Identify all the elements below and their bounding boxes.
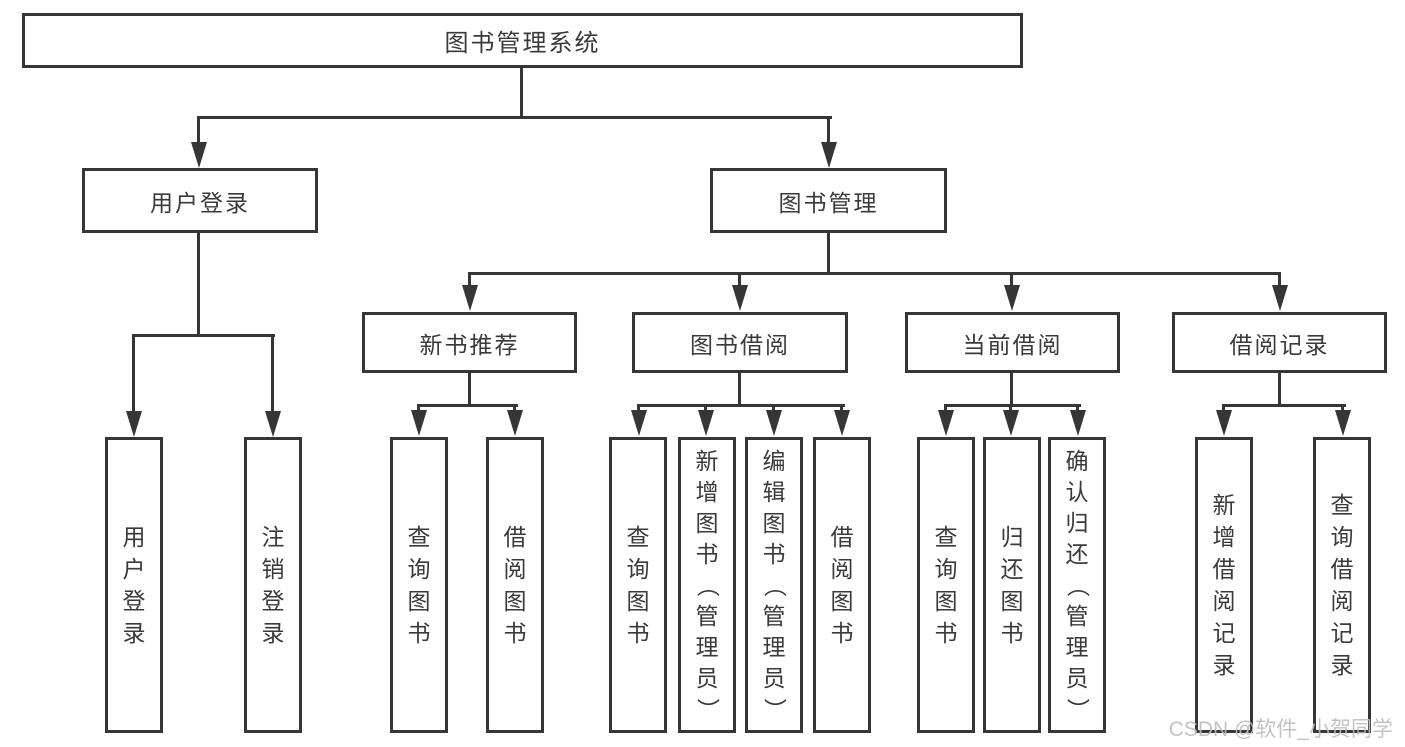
node-current-borrow-label: 当前借阅 [962,331,1063,358]
arrowhead [1335,410,1351,436]
leaf-logout: 注销登录 [244,437,302,733]
connector-drop-login [197,116,200,146]
connector-login-stem [197,233,200,337]
arrowhead [265,411,281,437]
node-book-mgmt: 图书管理 [710,168,947,233]
connector-drop [513,404,516,414]
arrowhead [938,410,954,436]
leaf-current-query-books-label: 查询图书 [934,523,958,646]
leaf-logout-label: 注销登录 [261,523,285,646]
connector-drop [840,404,843,414]
arrowhead [1216,410,1232,436]
leaf-borrow-add-books-admin: 新增图书（管理员） [678,437,736,733]
leaf-rec-borrow-books-label: 借阅图书 [503,523,527,646]
connector-rec-rail [417,404,518,407]
node-book-borrow-label: 图书借阅 [690,331,790,358]
arrowhead [191,142,207,168]
arrowhead [1003,410,1019,436]
node-new-book-rec-label: 新书推荐 [419,331,520,358]
leaf-current-query-books: 查询图书 [917,437,975,733]
arrowhead [1070,410,1086,436]
leaf-current-confirm-return-admin: 确认归还（管理员） [1048,437,1106,733]
node-book-borrow: 图书借阅 [632,312,848,373]
connector-mgmt-rail [468,272,1281,275]
connector-current-stem [1010,373,1013,407]
leaf-borrow-query-books-label: 查询图书 [626,523,650,646]
connector-current-rail [944,404,1081,407]
connector-records-rail [1222,404,1346,407]
leaf-records-query-record: 查询借阅记录 [1313,437,1371,733]
connector-drop [944,404,947,414]
watermark: CSDN @软件_小贺同学 [1168,718,1393,741]
leaf-current-return-books: 归还图书 [983,437,1041,733]
node-book-mgmt-label: 图书管理 [778,189,879,216]
leaf-rec-query-books: 查询图书 [390,437,448,733]
arrowhead [462,285,478,311]
leaf-user-login: 用户登录 [105,437,163,733]
leaf-rec-borrow-books: 借阅图书 [486,437,544,733]
leaf-rec-query-books-label: 查询图书 [407,523,431,646]
leaf-borrow-borrow-books-label: 借阅图书 [830,523,854,646]
connector-drop [1009,404,1012,414]
connector-drop [1222,404,1225,414]
node-root: 图书管理系统 [22,13,1023,68]
arrowhead [631,410,647,436]
connector-drop [1076,404,1079,414]
connector-drop-rec [468,272,471,287]
connector-drop-login-leaf1 [132,334,135,412]
node-new-book-rec: 新书推荐 [362,312,577,373]
connector-drop-current [1010,272,1013,287]
leaf-records-query-record-label: 查询借阅记录 [1330,491,1354,678]
node-borrow-records-label: 借阅记录 [1229,331,1330,358]
arrowhead [507,410,523,436]
arrowhead [766,410,782,436]
connector-borrow-rail [637,404,845,407]
node-user-login-label: 用户登录 [150,189,250,216]
connector-drop [772,404,775,414]
node-borrow-records: 借阅记录 [1172,312,1387,373]
node-current-borrow: 当前借阅 [905,312,1120,373]
arrowhead [1004,285,1020,311]
node-user-login: 用户登录 [82,168,318,233]
connector-borrow-stem [738,373,741,407]
leaf-current-return-books-label: 归还图书 [1000,523,1024,646]
connector-records-stem [1278,373,1281,407]
connector-login-rail [132,334,275,337]
node-root-label: 图书管理系统 [444,30,601,57]
connector-root-rail [197,116,832,119]
leaf-borrow-borrow-books: 借阅图书 [813,437,871,733]
connector-drop [637,404,640,414]
connector-root-stem [520,67,523,118]
leaf-borrow-add-books-admin-label: 新增图书（管理员） [694,447,721,721]
leaf-records-add-record: 新增借阅记录 [1195,437,1253,733]
connector-drop-borrow [738,272,741,287]
connector-rec-stem [468,373,471,407]
leaf-borrow-edit-books-admin-label: 编辑图书（管理员） [761,447,788,721]
arrowhead [411,410,427,436]
arrowhead [834,410,850,436]
arrowhead [698,410,714,436]
leaf-records-add-record-label: 新增借阅记录 [1212,491,1236,678]
connector-drop-login-leaf2 [271,334,274,412]
leaf-borrow-edit-books-admin: 编辑图书（管理员） [745,437,803,733]
connector-mgmt-stem [827,233,830,275]
arrowhead [732,285,748,311]
arrowhead [1272,285,1288,311]
connector-drop-mgmt [827,116,830,146]
leaf-borrow-query-books: 查询图书 [609,437,667,733]
connector-drop [1341,404,1344,414]
arrowhead [126,411,142,437]
arrowhead [821,142,837,168]
connector-drop [417,404,420,414]
leaf-current-confirm-return-admin-label: 确认归还（管理员） [1064,447,1091,721]
connector-drop [704,404,707,414]
connector-drop-records [1278,272,1281,287]
leaf-user-login-label: 用户登录 [122,523,146,646]
